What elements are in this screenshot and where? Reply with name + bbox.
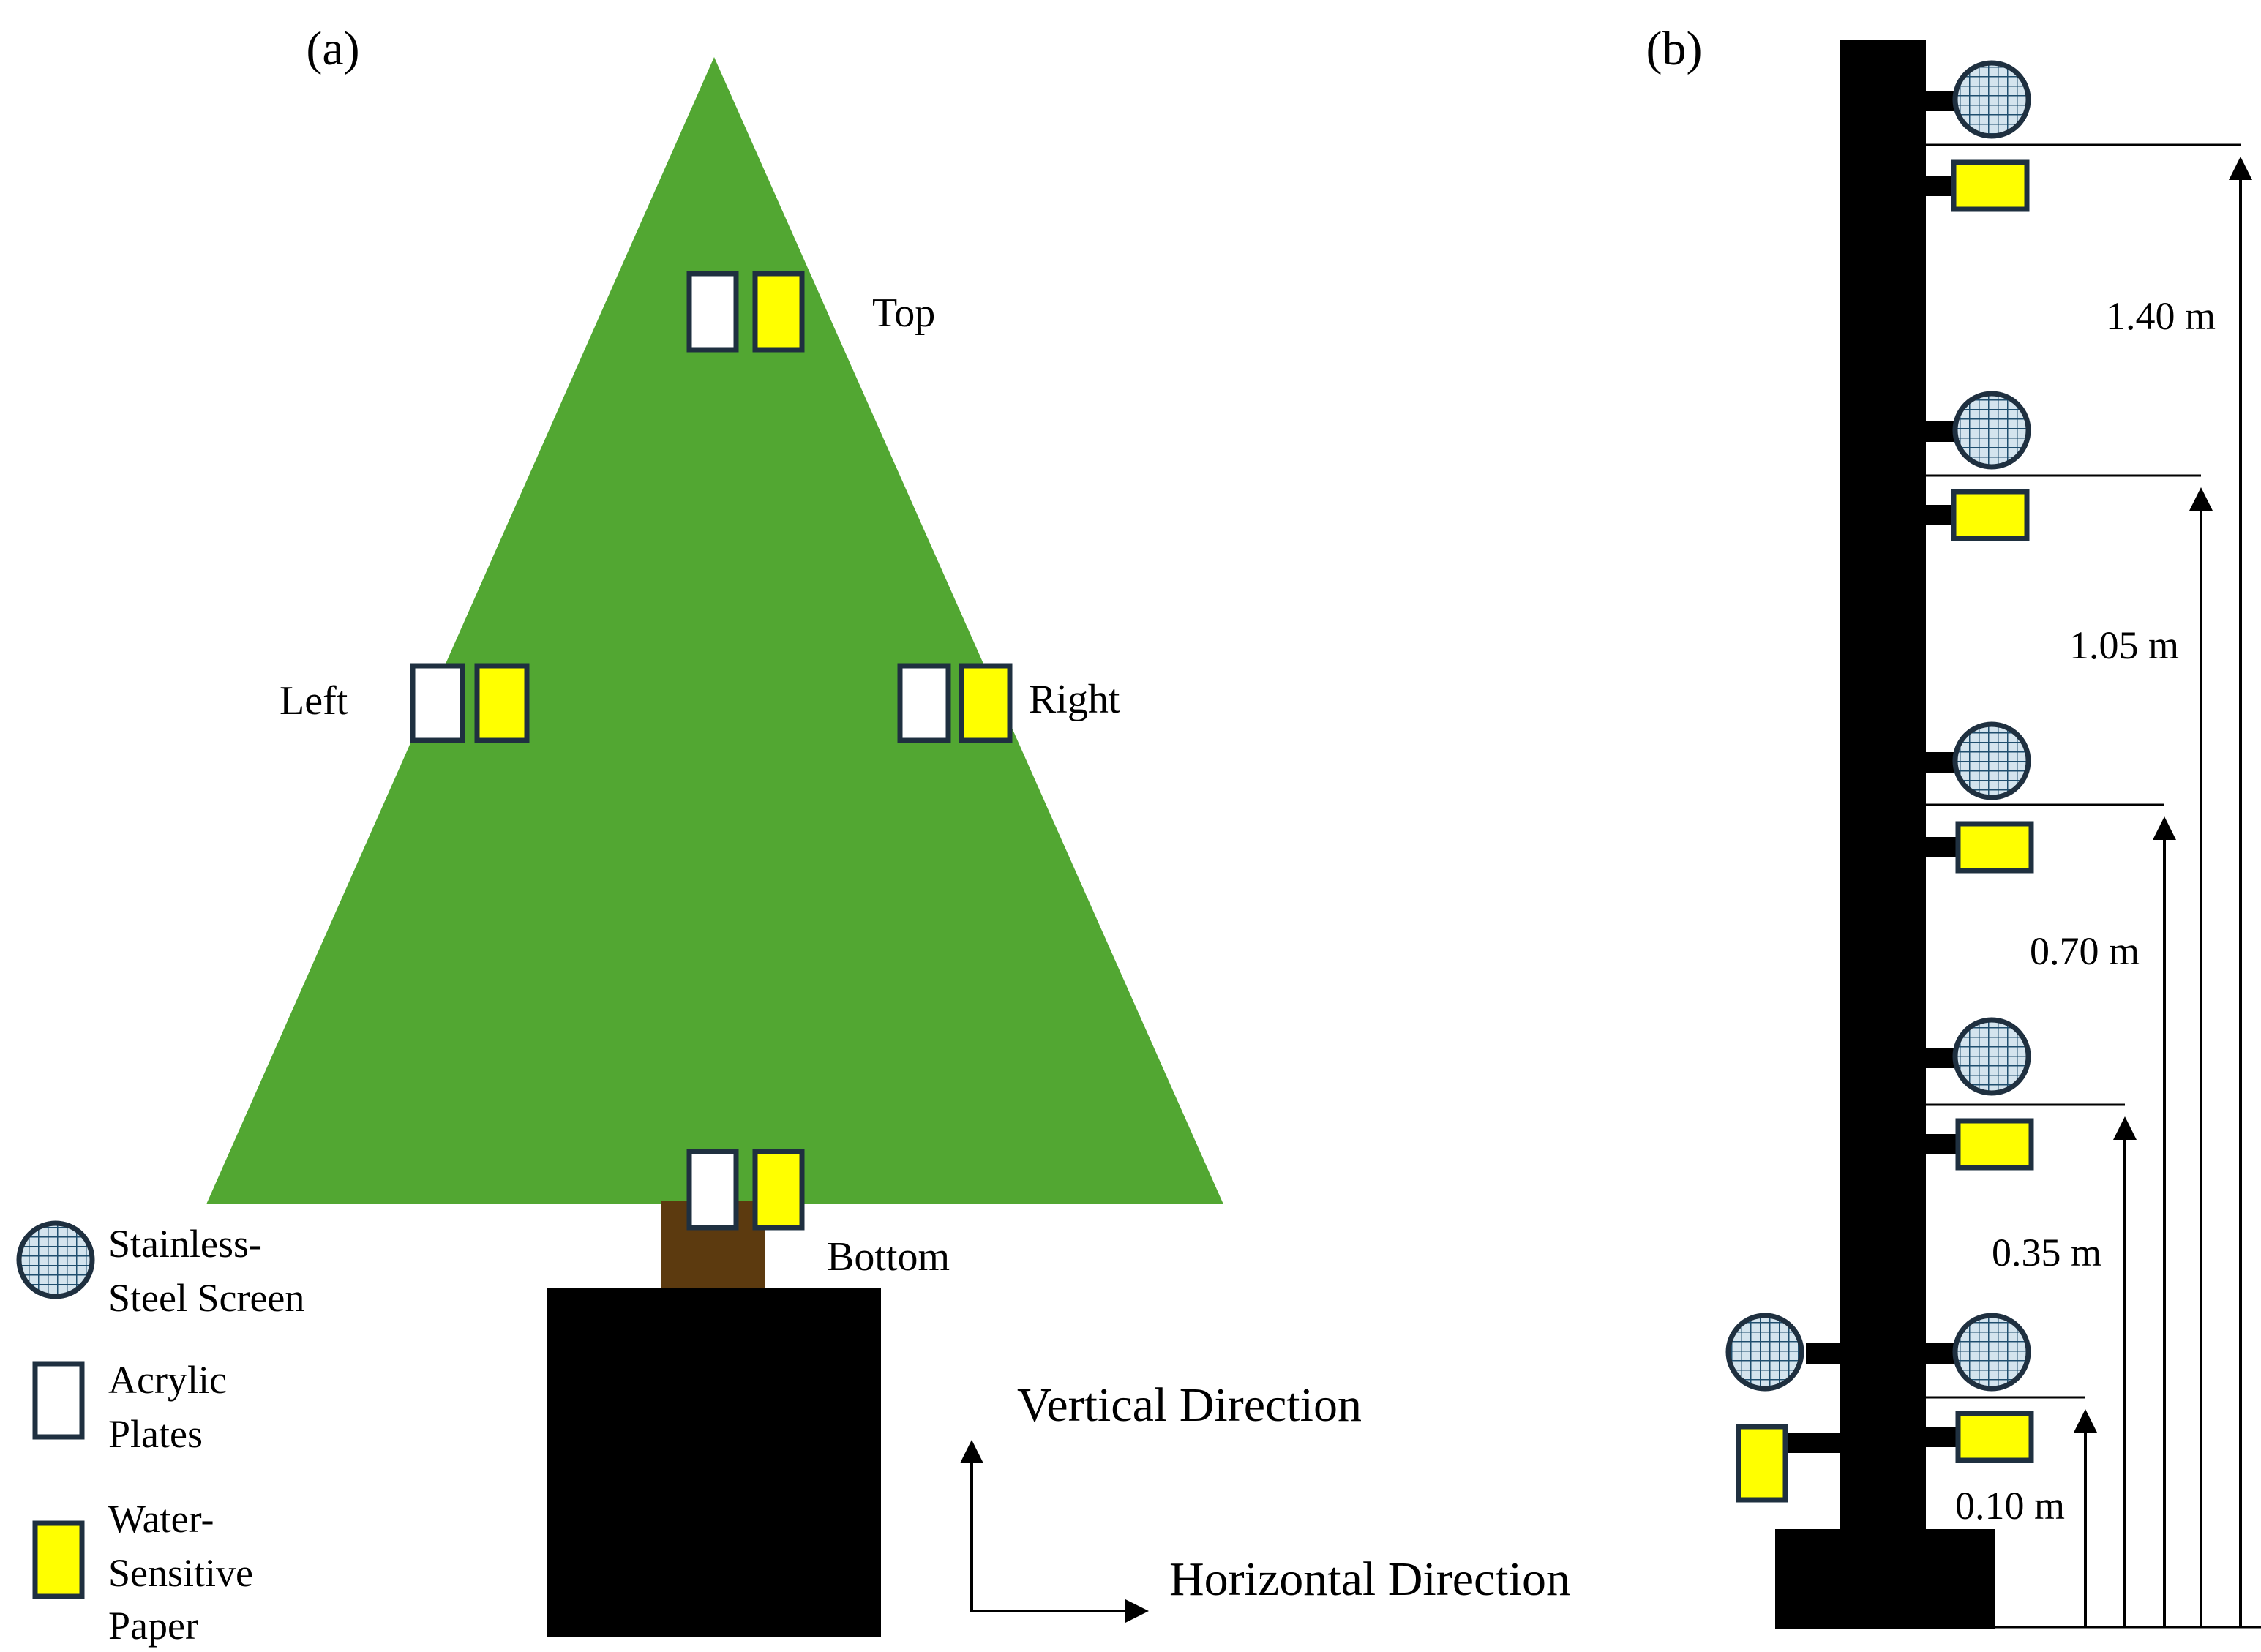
position-label-right: Right (1029, 677, 1120, 722)
water-sensitive-paper-070 (1955, 821, 2034, 874)
stainless-steel-screen-035 (1952, 1017, 2031, 1096)
water-sensitive-paper-105 (1951, 489, 2030, 541)
screen-arm-035 (1924, 1048, 1958, 1068)
legend-paper-label-3: Paper (108, 1604, 198, 1648)
direction-axes: Vertical Direction Horizontal Direction (960, 1378, 1570, 1623)
screen-arm-010-right (1924, 1343, 1958, 1364)
acrylic-plate-left (410, 663, 465, 743)
stainless-steel-screen-070 (1952, 721, 2031, 800)
height-label-140: 1.40 m (2106, 294, 2216, 338)
water-sensitive-paper-top (752, 271, 805, 353)
paper-arm-105 (1924, 505, 1954, 525)
paper-arm-010-right (1924, 1427, 1958, 1447)
acrylic-plate-bottom (686, 1149, 739, 1231)
legend-paper-label-2: Sensitive (108, 1551, 253, 1595)
screen-arm-070 (1924, 752, 1958, 773)
legend-paper-label-1: Water- (108, 1497, 214, 1541)
height-label-035: 0.35 m (1992, 1231, 2101, 1274)
horizontal-direction-label: Horizontal Direction (1169, 1552, 1570, 1606)
position-label-bottom: Bottom (827, 1234, 950, 1280)
legend-acrylic-icon (32, 1361, 85, 1440)
screen-arm-140 (1924, 91, 1958, 111)
tree-canopy (206, 57, 1223, 1204)
pole-base (1775, 1529, 1995, 1629)
legend-acrylic-label-1: Acrylic (108, 1358, 227, 1402)
position-label-left: Left (280, 678, 348, 724)
stainless-steel-screen-105 (1952, 391, 2031, 470)
acrylic-plate-right (897, 663, 951, 743)
paper-arm-070 (1924, 837, 1958, 857)
sampling-pole (1840, 40, 1926, 1572)
acrylic-plate-top (686, 271, 739, 353)
water-sensitive-paper-140 (1951, 159, 2030, 212)
stainless-steel-screen-140 (1952, 60, 2031, 139)
plant-pot (547, 1288, 881, 1637)
water-sensitive-paper-010-right (1955, 1411, 2034, 1463)
stainless-steel-screen-010-left (1725, 1313, 1804, 1392)
water-sensitive-paper-010-left (1736, 1424, 1788, 1503)
panel-b-label: (b) (1646, 22, 1703, 75)
screen-arm-010-left (1806, 1343, 1841, 1364)
paper-arm-140 (1924, 176, 1954, 196)
stainless-steel-screen-010-right (1952, 1313, 2031, 1392)
legend: Stainless- Steel Screen Acrylic Plates W… (16, 1220, 304, 1648)
height-label-010: 0.10 m (1955, 1484, 2065, 1528)
water-sensitive-paper-035 (1955, 1118, 2034, 1171)
legend-paper-icon (32, 1520, 85, 1599)
legend-acrylic-label-2: Plates (108, 1412, 203, 1456)
paper-arm-035 (1924, 1134, 1958, 1154)
paper-arm-010-left (1785, 1433, 1841, 1453)
water-sensitive-paper-bottom (752, 1149, 805, 1231)
legend-screen-label-1: Stainless- (108, 1222, 262, 1266)
height-label-105: 1.05 m (2069, 623, 2179, 667)
panel-a: (a) Top Left Right Bottom Stainless- Ste… (16, 22, 1570, 1648)
water-sensitive-paper-left (474, 663, 530, 743)
height-label-070: 0.70 m (2030, 929, 2140, 973)
legend-screen-icon (16, 1220, 95, 1299)
vertical-direction-label: Vertical Direction (1017, 1378, 1362, 1432)
panel-b: (b) 1.40 m 1.05 m 0.70 m (1646, 22, 2261, 1629)
screen-arm-105 (1924, 421, 1958, 442)
panel-a-label: (a) (306, 22, 359, 75)
water-sensitive-paper-right (959, 663, 1013, 743)
legend-screen-label-2: Steel Screen (108, 1276, 304, 1320)
position-label-top: Top (872, 290, 935, 336)
